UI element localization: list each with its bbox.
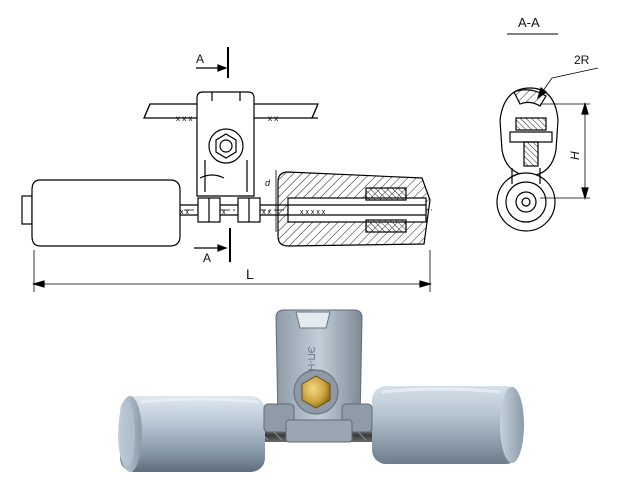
clamp-body: [196, 91, 255, 197]
right-weight-section: x x x x x: [277, 171, 431, 247]
section-marker-bottom: [194, 228, 231, 262]
clamp-photo: ЭП-Н: [263, 309, 373, 443]
cut-label-bottom: A: [203, 251, 211, 265]
svg-text:x x: x x: [268, 114, 278, 123]
height-label: H: [568, 151, 582, 160]
clamp-marking: ЭП-Н: [305, 346, 316, 371]
length-dimension: [31, 250, 433, 292]
damper-photo: ЭП-Н: [118, 309, 524, 472]
gap-label: d: [265, 178, 271, 188]
conductor-upper: x x x x x: [143, 103, 319, 123]
section-view-a-a: [496, 33, 599, 232]
svg-text:x x: x x: [180, 209, 189, 216]
svg-text:x x x x x: x x x x x: [300, 209, 326, 216]
left-weight-drawing: [21, 179, 181, 247]
radius-label: 2R: [574, 53, 590, 67]
svg-text:x x: x x: [262, 209, 271, 216]
left-weight-photo: [118, 396, 265, 472]
svg-text:x x x: x x x: [176, 114, 192, 123]
section-marker-top: [196, 47, 229, 78]
technical-drawing: A x x x x x x: [21, 15, 599, 292]
cut-label-top: A: [196, 52, 204, 66]
bolt-icon: [301, 375, 331, 409]
length-label: L: [246, 266, 254, 282]
svg-text:x: x: [222, 209, 226, 216]
right-weight-photo: [372, 386, 524, 464]
section-title: A-A: [518, 15, 540, 30]
